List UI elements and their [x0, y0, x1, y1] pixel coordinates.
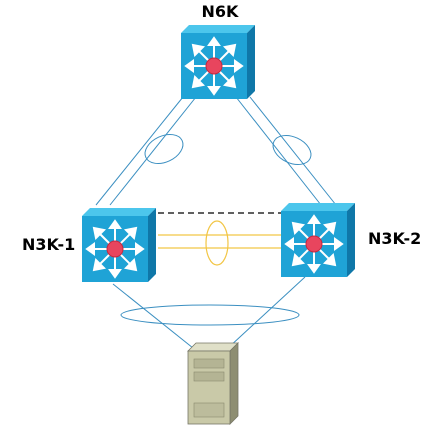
n3k-2-label: N3K-2	[368, 229, 421, 248]
left-uplink-port-channel	[144, 133, 184, 165]
server-tower-icon	[187, 342, 239, 425]
layer3-switch-icon	[81, 207, 157, 283]
n6k-label: N6K	[202, 2, 240, 21]
layer3-switch-icon	[280, 202, 356, 278]
right-uplink-port-channel	[272, 134, 312, 166]
n3k-2-switch[interactable]	[280, 202, 356, 278]
server[interactable]	[187, 342, 239, 425]
peer-link	[158, 234, 283, 249]
server-links	[112, 276, 306, 349]
vpc-port-channel	[120, 304, 300, 326]
n3k-1-label: N3K-1	[22, 235, 75, 254]
uplink-links	[95, 96, 337, 206]
layer3-switch-icon	[180, 24, 256, 100]
peer-link-port-channel	[205, 220, 229, 266]
n6k-switch[interactable]	[180, 24, 256, 100]
n3k-1-switch[interactable]	[81, 207, 157, 283]
